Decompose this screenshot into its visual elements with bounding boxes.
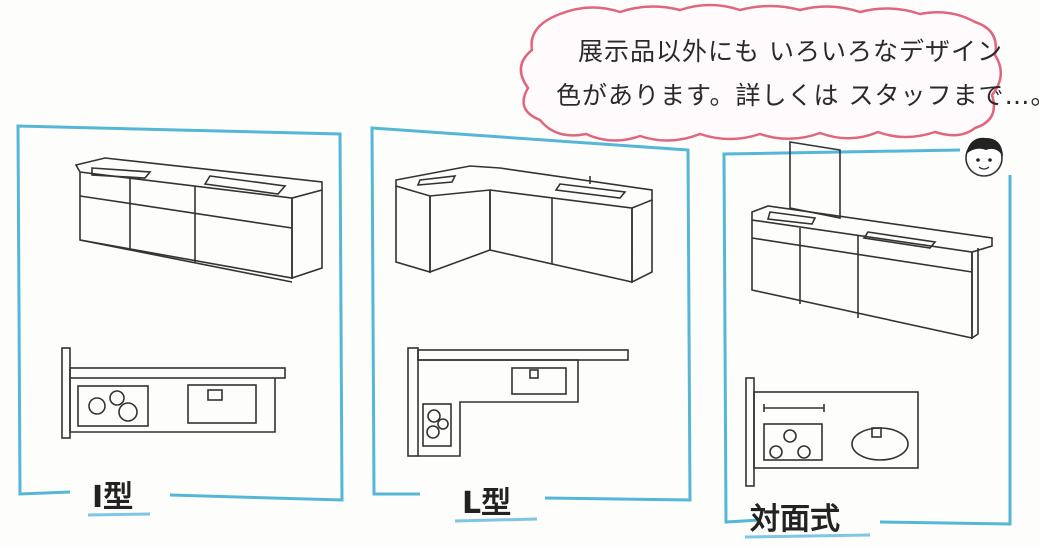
staff-avatar-icon	[965, 137, 1003, 177]
bubble-line-2: 色があります。詳しくは スタッフまで…。	[556, 81, 1039, 110]
panel-2-floor-plan	[407, 347, 629, 457]
panel-1-floor-plan	[61, 347, 286, 439]
panel-2-kitchen-perspective	[395, 165, 653, 284]
panel-2-frame	[370, 126, 692, 502]
panel-2-label: L型	[462, 486, 512, 521]
panel-1-label: I型	[92, 480, 134, 515]
panel-1-kitchen-perspective	[74, 157, 323, 283]
bubble-line-1: 展示品以外にも いろいろなデザイン	[578, 37, 1003, 66]
panel-3-label: 対面式	[750, 502, 840, 537]
panel-3-floor-plan	[745, 377, 919, 487]
label-underlines	[87, 512, 871, 539]
speech-bubble	[519, 3, 1002, 142]
panel-3-frame	[722, 148, 1012, 526]
panel-1-frame	[16, 124, 344, 502]
panel-3-kitchen-perspective	[751, 141, 993, 340]
